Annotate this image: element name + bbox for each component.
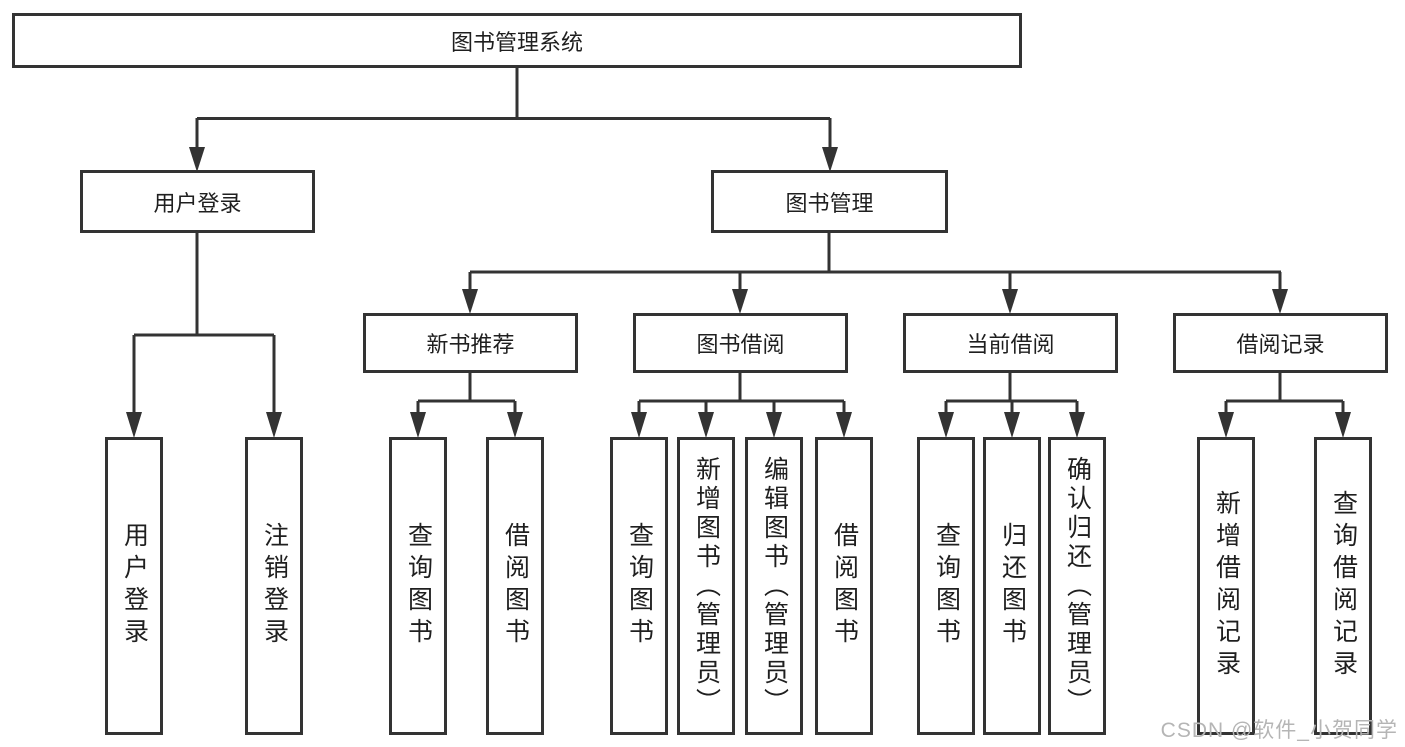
leaf-label: 编辑图书（管理员） xyxy=(760,455,789,717)
leaf-borrow-books: 借阅图书 xyxy=(815,437,873,735)
leaf-return-books: 归还图书 xyxy=(983,437,1041,735)
leaf-query-borrow-record: 查询借阅记录 xyxy=(1314,437,1372,735)
node-user-login: 用户登录 xyxy=(80,170,315,233)
leaf-label: 注销登录 xyxy=(260,522,289,650)
node-book-borrow: 图书借阅 xyxy=(633,313,848,373)
leaf-user-login: 用户登录 xyxy=(105,437,163,735)
leaf-edit-books-admin: 编辑图书（管理员） xyxy=(745,437,803,735)
connector-user-login-to-leaves xyxy=(126,233,282,438)
node-current-borrow: 当前借阅 xyxy=(903,313,1118,373)
connector-book-borrow-to-leaves xyxy=(631,373,852,438)
leaf-label: 查询图书 xyxy=(625,522,654,650)
node-label: 当前借阅 xyxy=(966,332,1055,357)
leaf-label: 借阅图书 xyxy=(830,522,859,650)
leaf-query-books-borrow: 查询图书 xyxy=(610,437,668,735)
node-label: 用户登录 xyxy=(153,190,242,216)
leaf-logout: 注销登录 xyxy=(245,437,303,735)
leaf-query-books-recommend: 查询图书 xyxy=(389,437,447,735)
connector-new-book-to-leaves xyxy=(410,373,523,438)
leaf-add-borrow-record: 新增借阅记录 xyxy=(1197,437,1255,735)
node-root-system: 图书管理系统 xyxy=(12,13,1022,68)
node-new-book-recommend: 新书推荐 xyxy=(363,313,578,373)
connector-borrow-record-to-leaves xyxy=(1218,373,1351,438)
node-borrow-records: 借阅记录 xyxy=(1173,313,1388,373)
node-label: 图书管理系统 xyxy=(450,29,583,55)
leaf-label: 新增图书（管理员） xyxy=(692,455,721,717)
connector-root-to-level2 xyxy=(189,68,838,172)
connector-current-borrow-to-leaves xyxy=(938,373,1085,438)
leaf-query-books-current: 查询图书 xyxy=(917,437,975,735)
leaf-add-books-admin: 新增图书（管理员） xyxy=(677,437,735,735)
leaf-label: 借阅图书 xyxy=(501,522,530,650)
leaf-label: 用户登录 xyxy=(120,522,149,650)
leaf-label: 查询图书 xyxy=(404,522,433,650)
leaf-label: 查询借阅记录 xyxy=(1329,490,1358,682)
connector-book-mgmt-to-level3 xyxy=(462,233,1288,314)
leaf-label: 新增借阅记录 xyxy=(1212,490,1241,682)
csdn-watermark: CSDN @软件_小贺同学 xyxy=(1160,719,1398,742)
node-label: 图书借阅 xyxy=(696,332,785,357)
leaf-label: 归还图书 xyxy=(998,522,1027,650)
node-label: 图书管理 xyxy=(785,190,874,216)
leaf-label: 确认归还（管理员） xyxy=(1063,455,1092,717)
leaf-borrow-books-recommend: 借阅图书 xyxy=(486,437,544,735)
node-label: 借阅记录 xyxy=(1236,332,1325,357)
node-label: 新书推荐 xyxy=(426,332,515,357)
leaf-confirm-return-admin: 确认归还（管理员） xyxy=(1048,437,1106,735)
leaf-label: 查询图书 xyxy=(932,522,961,650)
node-book-management: 图书管理 xyxy=(711,170,948,233)
